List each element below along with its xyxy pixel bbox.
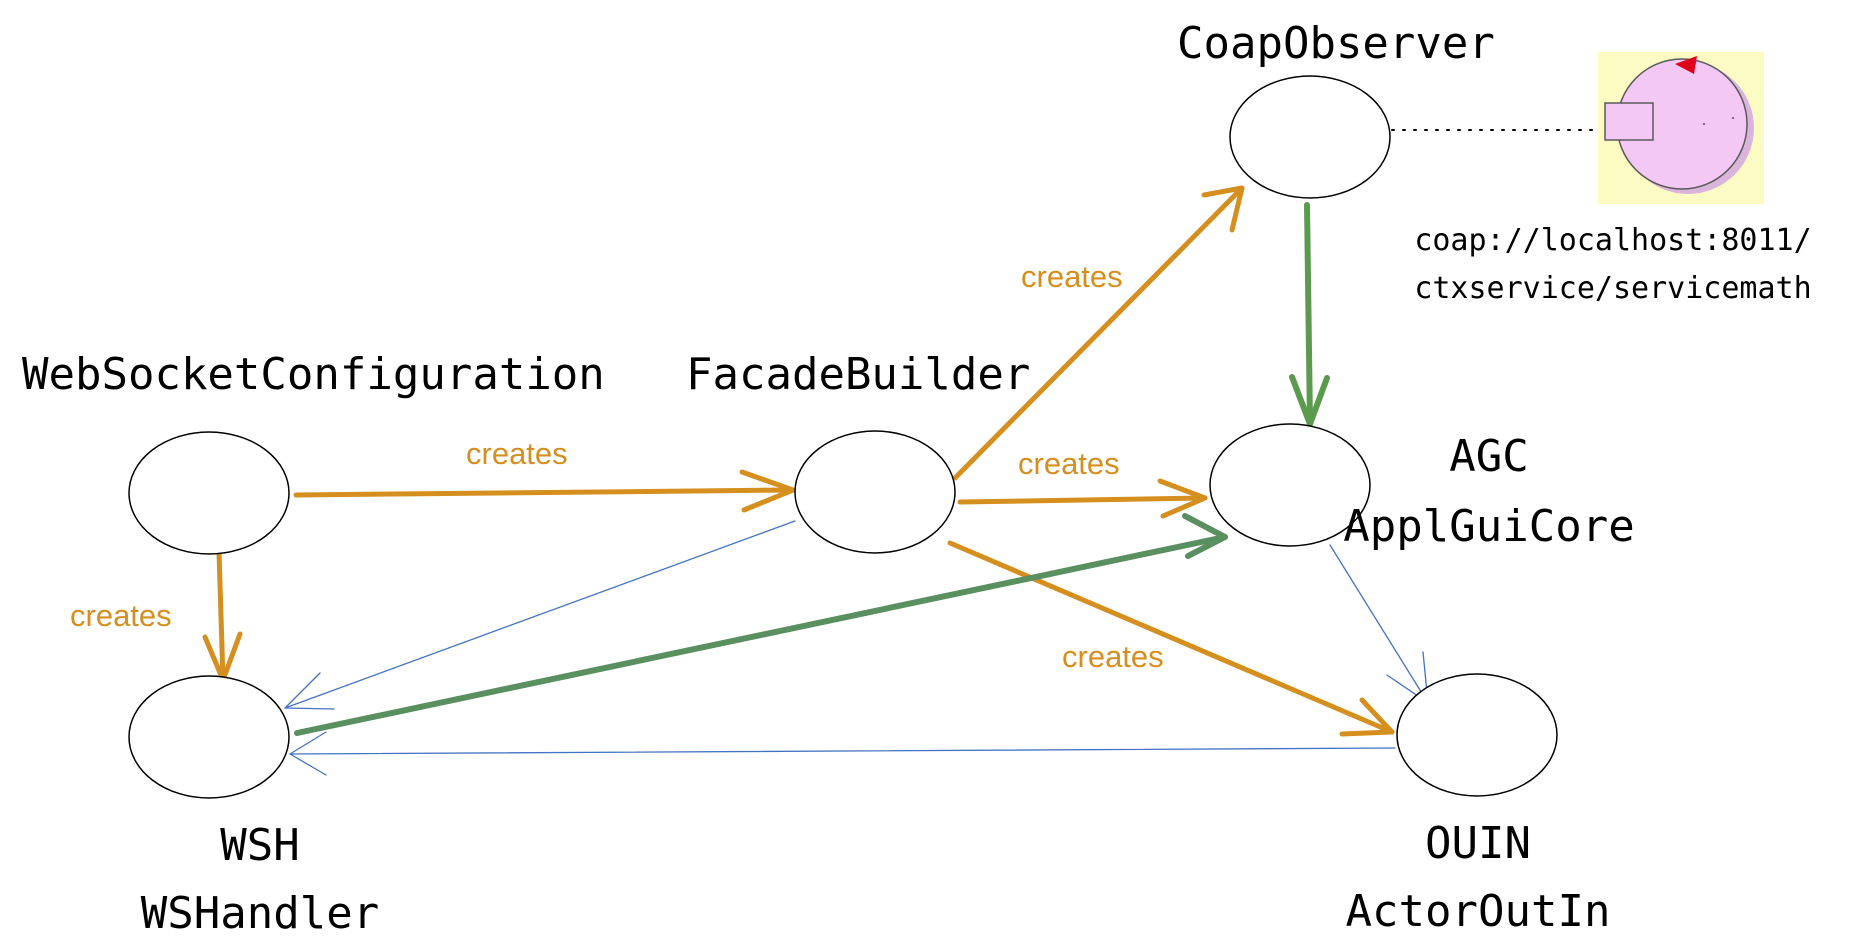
title-wsh-short: WSH [220, 820, 299, 871]
label-config-to-wsh: creates [70, 598, 172, 633]
label-config-to-facade: creates [466, 436, 568, 471]
notify-edges [294, 202, 1330, 736]
edge-config-to-facade [293, 469, 796, 513]
edge-agc-to-ouin-reference [1329, 544, 1429, 704]
edge-config-to-wsh [202, 549, 243, 683]
edge-facade-to-agc [957, 478, 1208, 519]
node-websocket-configuration[interactable] [128, 431, 290, 555]
node-agc[interactable] [1209, 423, 1371, 547]
resource-uri-line2: ctxservice/servicemath [1414, 271, 1811, 306]
title-agc-long: ApplGuiCore [1343, 501, 1634, 552]
creates-edges [202, 185, 1395, 737]
title-wsh-long: WSHandler [141, 888, 379, 939]
node-coap-observer[interactable] [1229, 75, 1391, 199]
title-facade-builder: FacadeBuilder [686, 349, 1030, 400]
title-agc-short: AGC [1449, 431, 1528, 482]
coap-resource-icon [1598, 52, 1764, 204]
edge-facade-to-ouin [947, 540, 1395, 737]
node-wsh[interactable] [128, 675, 290, 799]
label-facade-to-ouin: creates [1062, 639, 1164, 674]
edge-facade-to-coap [952, 185, 1245, 481]
title-coap-observer: CoapObserver [1177, 18, 1495, 69]
edge-wsh-to-agc [294, 513, 1228, 736]
edge-ouin-to-wsh-reference [289, 731, 1396, 776]
edge-facade-to-wsh-reference [284, 520, 796, 710]
title-ouin-long: ActorOutIn [1346, 886, 1611, 937]
reference-edges [284, 520, 1429, 776]
title-websocket-configuration: WebSocketConfiguration [22, 349, 605, 400]
label-facade-to-coap: creates [1021, 259, 1123, 294]
node-facade-builder[interactable] [794, 430, 956, 554]
resource-uri-line1: coap://localhost:8011/ [1414, 223, 1811, 258]
edge-coap-to-agc [1289, 202, 1330, 427]
title-ouin-short: OUIN [1425, 818, 1531, 869]
label-facade-to-agc: creates [1018, 446, 1120, 481]
node-ouin[interactable] [1396, 673, 1558, 797]
